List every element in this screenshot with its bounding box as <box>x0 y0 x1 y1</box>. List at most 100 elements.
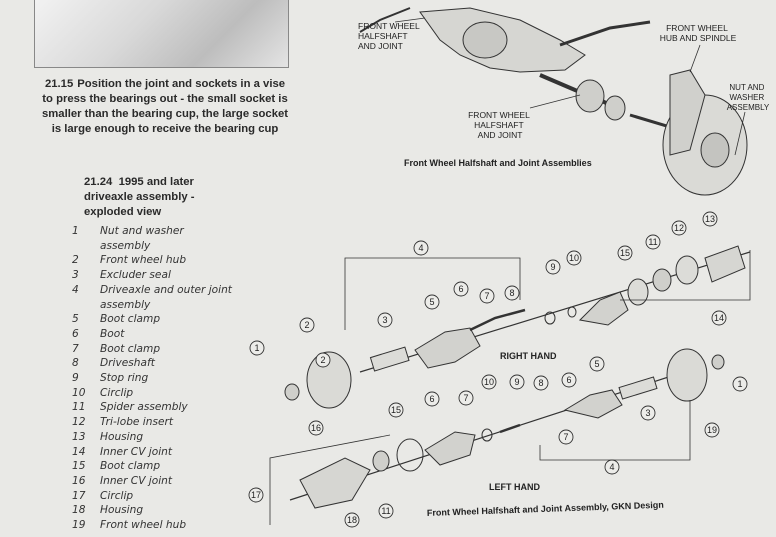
legend-item: 9 Stop ring <box>64 371 254 386</box>
legend-number: 10 <box>72 386 86 399</box>
legend-text: Driveaxle and outer joint <box>100 283 232 296</box>
callout-6: 6 <box>453 281 469 297</box>
legend-text: Driveshaft <box>100 357 155 370</box>
legend-number: 12 <box>72 416 86 429</box>
svg-text:11: 11 <box>381 506 390 516</box>
legend-number: 15 <box>72 460 86 473</box>
callout-12: 12 <box>671 220 687 236</box>
bearing-press-photo <box>34 0 289 68</box>
legend-item: 16 Inner CV joint <box>64 474 254 489</box>
callout-17: 17 <box>248 487 264 503</box>
legend-text: Excluder seal <box>100 269 171 282</box>
svg-text:8: 8 <box>509 288 514 298</box>
svg-text:4: 4 <box>609 462 614 472</box>
svg-text:5: 5 <box>429 297 434 307</box>
legend-number: 13 <box>72 430 86 443</box>
legend-item: 13 Housing <box>64 430 254 445</box>
svg-text:5: 5 <box>594 359 599 369</box>
label-hub-spindle: FRONT WHEEL HUB AND SPINDLE <box>660 23 737 43</box>
svg-text:1: 1 <box>737 379 742 389</box>
legend-text: Inner CV joint <box>100 474 173 487</box>
legend-text: Boot clamp <box>100 342 161 355</box>
svg-text:6: 6 <box>458 284 463 294</box>
svg-text:3: 3 <box>645 408 650 418</box>
svg-text:7: 7 <box>484 291 489 301</box>
label-nut-washer: NUT AND WASHER ASSEMBLY <box>727 83 770 112</box>
right-hand-assembly <box>284 245 751 409</box>
top-leaders <box>394 17 746 156</box>
legend-text: Housing <box>100 430 144 443</box>
figure-caption-number: 21.24 <box>84 176 113 188</box>
svg-text:2: 2 <box>304 320 309 330</box>
svg-text:15: 15 <box>391 405 401 415</box>
callout-8: 8 <box>504 285 520 301</box>
legend-number: 18 <box>72 504 86 517</box>
callout-7: 7 <box>479 288 495 304</box>
legend-text: Housing <box>100 504 144 517</box>
legend-text: Circlip <box>100 386 134 399</box>
right-hand-label: RIGHT HAND <box>500 351 557 361</box>
callout-13: 13 <box>702 211 718 227</box>
callout-11: 11 <box>645 234 661 250</box>
label-halfshaft-mid: FRONT WHEEL HALFSHAFT AND JOINT <box>468 110 532 140</box>
svg-text:7: 7 <box>463 393 468 403</box>
legend-number: 1 <box>72 225 79 237</box>
legend-text: Stop ring <box>100 372 149 385</box>
top-diagram-title: Front Wheel Halfshaft and Joint Assembli… <box>404 158 592 168</box>
left-hand-label: LEFT HAND <box>489 482 540 492</box>
legend-text: Boot <box>100 327 125 340</box>
callout-19: 19 <box>704 422 720 438</box>
callout-9: 9 <box>545 259 561 275</box>
callout-8: 8 <box>533 375 549 391</box>
callout-4: 4 <box>413 240 429 256</box>
figure-caption: 21.24 1995 and later driveaxle assembly … <box>84 175 234 220</box>
legend-number: 2 <box>72 254 79 267</box>
callout-15: 15 <box>617 245 633 261</box>
callout-10: 10 <box>481 374 497 390</box>
legend-text: Front wheel hub <box>100 519 187 532</box>
svg-text:9: 9 <box>550 262 555 272</box>
legend-number: 16 <box>72 474 86 487</box>
callout-5: 5 <box>424 294 440 310</box>
legend-text: Tri-lobe insert <box>100 416 174 429</box>
photo-caption-number: 21.15 <box>44 78 74 90</box>
legend-number: 17 <box>72 489 86 502</box>
callout-6: 6 <box>561 372 577 388</box>
svg-text:17: 17 <box>251 490 261 500</box>
callout-10: 10 <box>566 250 582 266</box>
top-assembly-illustration <box>359 7 748 196</box>
legend-number: 9 <box>72 372 79 385</box>
callout-2: 2 <box>315 352 331 368</box>
callout-18: 18 <box>344 512 360 528</box>
legend-number: 7 <box>72 342 79 355</box>
figure-caption-line3: exploded view <box>84 206 162 218</box>
legend-number: 4 <box>72 283 79 296</box>
legend-text: Spider assembly <box>100 401 188 414</box>
svg-text:4: 4 <box>418 243 423 253</box>
callout-11: 11 <box>378 503 394 519</box>
svg-text:15: 15 <box>620 248 630 258</box>
callout-9: 9 <box>509 374 525 390</box>
callout-1: 1 <box>732 376 748 392</box>
callout-4: 4 <box>604 459 620 475</box>
svg-text:9: 9 <box>514 377 519 387</box>
callout-14: 14 <box>711 310 727 326</box>
svg-text:6: 6 <box>566 375 571 385</box>
svg-text:11: 11 <box>648 237 657 247</box>
bottom-diagram-title: Front Wheel Halfshaft and Joint Assembly… <box>427 500 664 518</box>
callout-3: 3 <box>640 405 656 421</box>
svg-text:19: 19 <box>707 425 717 435</box>
svg-text:16: 16 <box>311 423 321 433</box>
legend-item: 10 Circlip <box>64 386 254 401</box>
